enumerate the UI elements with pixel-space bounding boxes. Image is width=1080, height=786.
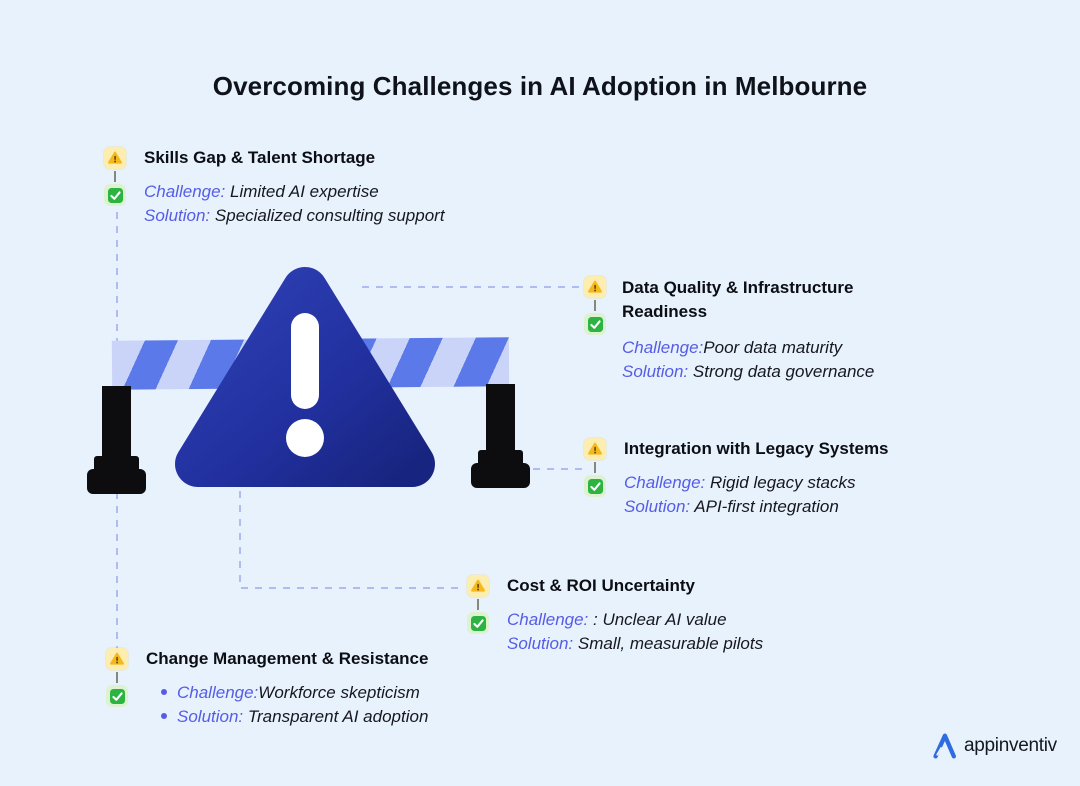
challenge-label: Challenge: xyxy=(622,338,704,357)
check-icon xyxy=(584,475,606,497)
challenge-text: : Unclear AI value xyxy=(588,610,727,629)
appinventiv-logo: appinventiv xyxy=(929,731,1057,761)
challenge-text: Poor data maturity xyxy=(703,338,843,357)
solution-text: Transparent AI adoption xyxy=(243,707,429,726)
challenge-label: Challenge: xyxy=(507,610,589,629)
icon-connector-dash xyxy=(477,599,479,610)
solution-label: Solution: xyxy=(177,707,244,726)
barrier-left-base xyxy=(87,469,146,494)
solution-line: Solution: Strong data governance xyxy=(622,360,888,384)
appinventiv-logo-icon xyxy=(933,733,956,759)
warning-icon xyxy=(467,575,489,597)
section-change-management: Change Management & Resistance Challenge… xyxy=(106,648,428,729)
warning-icon xyxy=(584,438,606,460)
warning-triangle-illustration xyxy=(175,267,435,487)
section-title: Integration with Legacy Systems xyxy=(624,439,889,458)
bullet-icon xyxy=(161,713,167,720)
challenge-label: Challenge: xyxy=(144,182,226,201)
challenge-line: Challenge: Limited AI expertise xyxy=(144,180,445,204)
icon-column xyxy=(584,276,606,384)
solution-line: Solution: Small, measurable pilots xyxy=(507,632,763,656)
solution-text: API-first integration xyxy=(690,497,839,516)
section-cost-roi: Cost & ROI Uncertainty Challenge: : Uncl… xyxy=(467,575,763,656)
solution-label: Solution: xyxy=(622,362,689,381)
solution-text: Specialized consulting support xyxy=(210,206,445,225)
icon-connector-dash xyxy=(114,171,116,182)
warning-icon xyxy=(106,648,128,670)
section-title: Skills Gap & Talent Shortage xyxy=(144,148,376,167)
check-icon xyxy=(106,685,128,707)
bullet-icon xyxy=(161,689,167,696)
appinventiv-logo-text: appinventiv xyxy=(964,735,1057,756)
challenge-line: Challenge: : Unclear AI value xyxy=(507,608,763,632)
section-legacy-systems: Integration with Legacy Systems Challeng… xyxy=(584,438,889,519)
barrier-right-leg xyxy=(486,384,515,458)
challenge-text: Workforce skepticism xyxy=(258,683,420,702)
icon-column xyxy=(584,438,606,519)
exclamation-dot xyxy=(286,419,324,457)
connector-bottom xyxy=(239,477,458,589)
icon-connector-dash xyxy=(116,672,118,683)
solution-line: Solution: API-first integration xyxy=(624,495,889,519)
icon-connector-dash xyxy=(594,462,596,473)
solution-text: Strong data governance xyxy=(688,362,875,381)
solution-line: Solution: Specialized consulting support xyxy=(144,204,445,228)
check-icon xyxy=(584,313,606,335)
warning-icon xyxy=(104,147,126,169)
challenge-text: Limited AI expertise xyxy=(225,182,379,201)
challenge-label: Challenge: xyxy=(177,683,259,702)
section-title: Cost & ROI Uncertainty xyxy=(507,576,695,595)
solution-label: Solution: xyxy=(624,497,691,516)
section-title: Data Quality & Infrastructure Readiness xyxy=(622,278,854,321)
icon-column xyxy=(106,648,128,729)
section-title: Change Management & Resistance xyxy=(146,649,429,668)
section-data-quality: Data Quality & Infrastructure Readiness … xyxy=(584,276,888,384)
barrier-right-base xyxy=(471,463,530,488)
solution-label: Solution: xyxy=(144,206,211,225)
challenge-line: Challenge:Workforce skepticism xyxy=(146,681,428,705)
exclamation-bar xyxy=(291,313,319,409)
barrier-left-leg xyxy=(102,386,131,464)
challenge-label: Challenge: xyxy=(624,473,706,492)
icon-column xyxy=(104,147,126,228)
icon-column xyxy=(467,575,489,656)
page-title: Overcoming Challenges in AI Adoption in … xyxy=(212,71,868,102)
warning-icon xyxy=(584,276,606,298)
challenge-text: Rigid legacy stacks xyxy=(705,473,856,492)
check-icon xyxy=(104,184,126,206)
solution-label: Solution: xyxy=(507,634,574,653)
challenge-line: Challenge: Rigid legacy stacks xyxy=(624,471,889,495)
challenge-line: Challenge:Poor data maturity xyxy=(622,336,888,360)
check-icon xyxy=(467,612,489,634)
icon-connector-dash xyxy=(594,300,596,311)
solution-line: Solution: Transparent AI adoption xyxy=(146,705,428,729)
section-skills-gap: Skills Gap & Talent Shortage Challenge: … xyxy=(104,147,445,228)
solution-text: Small, measurable pilots xyxy=(573,634,764,653)
